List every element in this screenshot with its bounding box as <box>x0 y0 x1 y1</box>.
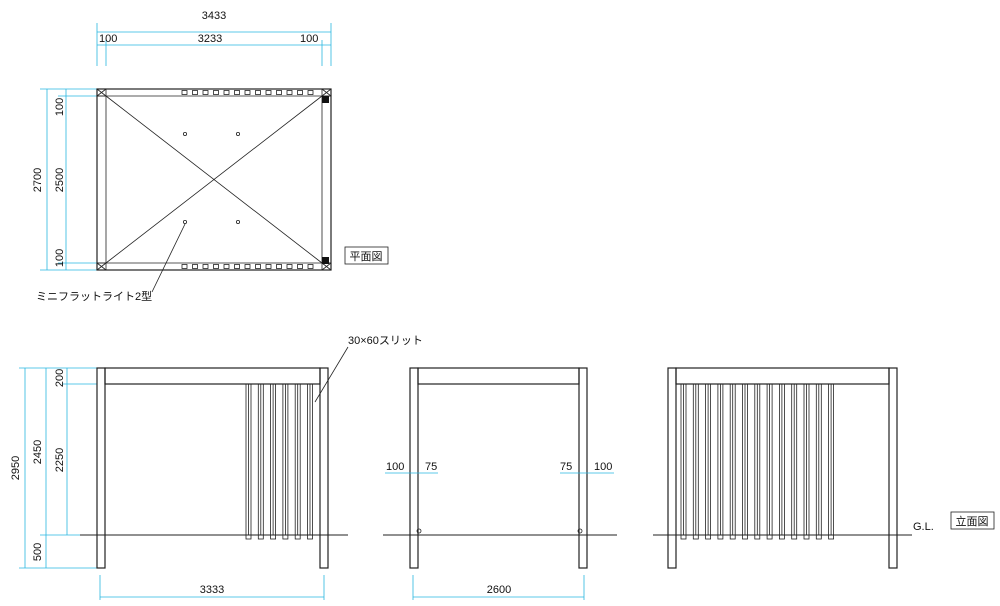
side-post-dimensions: 100 75 75 100 <box>385 461 614 474</box>
dim-side-100-right: 100 <box>594 461 612 473</box>
dim-side-75-left: 75 <box>425 461 437 473</box>
plan-slit-mark-top <box>286 90 293 95</box>
plan-slit-mark-top <box>244 90 251 95</box>
plan-title: 平面図 <box>350 250 383 263</box>
elevation-back: G.L. 立面図 <box>653 367 995 569</box>
elevation-side: 100 75 75 100 2600 <box>383 367 617 600</box>
dim-plan-left-100: 100 <box>99 33 117 45</box>
plan-slit-mark-top <box>234 90 240 95</box>
front-width-dimension: 3333 <box>99 575 325 600</box>
dim-clear-height: 2250 <box>54 448 66 472</box>
dim-beam-200: 200 <box>54 369 66 387</box>
plan-title-box: 平面図 <box>344 246 389 265</box>
elevation-title: 立面図 <box>956 514 989 528</box>
plan-top-dimensions: 3433 100 3233 100 <box>96 10 332 66</box>
side-width-dimension: 2600 <box>412 575 585 600</box>
dim-plan-overall-width: 3433 <box>202 10 226 22</box>
plan-slit-mark-top <box>255 90 261 95</box>
plan-slit-mark-bottom <box>276 264 282 269</box>
plan-post-solid-right-bottom <box>322 257 329 264</box>
front-beam <box>104 367 321 385</box>
plan-slit-marks-bottom <box>181 264 314 269</box>
plan-slit-mark-top <box>297 90 303 95</box>
dim-side-100-left: 100 <box>386 461 404 473</box>
back-beam <box>675 367 890 385</box>
plan-post-solid-right-top <box>322 96 329 103</box>
side-post-right <box>578 367 588 569</box>
plan-slit-mark-top <box>276 90 282 95</box>
back-post-left <box>667 367 677 569</box>
plan-slit-mark-bottom <box>297 264 303 269</box>
dim-plan-bottom-100: 100 <box>54 249 66 267</box>
plan-slit-mark-bottom <box>192 264 198 269</box>
plan-slit-mark-top <box>202 90 209 95</box>
side-anchor-left <box>416 528 422 534</box>
dim-plan-mid-width: 3233 <box>198 33 222 45</box>
plan-corner-post-tr <box>321 88 332 97</box>
plan-slit-mark-bottom <box>213 264 219 269</box>
plan-slit-marks-top <box>181 90 314 95</box>
plan-light-1 <box>182 131 187 136</box>
dim-plan-overall-depth: 2700 <box>32 168 44 192</box>
dim-plan-right-100: 100 <box>300 33 318 45</box>
side-beam <box>417 367 580 385</box>
plan-slit-mark-bottom <box>244 264 251 269</box>
elevation-front: 2950 2450 200 2250 500 30×60スリット 3333 <box>10 335 423 600</box>
dim-side-75-right: 75 <box>560 461 572 473</box>
dim-total-height: 2950 <box>10 456 22 480</box>
plan-slit-mark-top <box>265 90 272 95</box>
plan-slit-mark-top <box>181 90 188 95</box>
side-anchor-right <box>577 528 583 534</box>
dim-above-ground: 2450 <box>32 440 44 464</box>
plan-slit-mark-top <box>223 90 230 95</box>
slit-label: 30×60スリット <box>348 335 423 347</box>
elevation-title-box: 立面図 <box>950 511 995 530</box>
front-slit-louvers <box>245 383 313 540</box>
light-leader-line <box>151 223 186 293</box>
plan-corner-post-br <box>321 262 332 271</box>
ground-label: G.L. <box>913 521 934 533</box>
dim-embed-500: 500 <box>32 543 44 561</box>
plan-slit-mark-top <box>213 90 219 95</box>
plan-view: 3433 100 3233 100 2700 100 2500 100 <box>32 10 389 303</box>
plan-slit-mark-bottom <box>265 264 272 269</box>
plan-left-dimensions: 2700 100 2500 100 <box>32 88 99 271</box>
plan-corner-post-bl <box>96 262 107 271</box>
side-post-left <box>409 367 419 569</box>
front-post-right <box>319 367 329 569</box>
plan-frame <box>96 88 332 271</box>
light-label: ミニフラットライト2型 <box>36 289 152 303</box>
plan-slit-mark-bottom <box>307 264 314 269</box>
plan-slit-mark-top <box>307 90 314 95</box>
plan-slit-mark-top <box>192 90 198 95</box>
plan-slit-mark-bottom <box>255 264 261 269</box>
plan-slit-mark-bottom <box>234 264 240 269</box>
plan-corner-post-tl <box>96 88 107 97</box>
back-slit-louvers <box>680 383 834 540</box>
plan-slit-mark-bottom <box>202 264 209 269</box>
slit-leader-line <box>314 346 349 403</box>
plan-light-4 <box>235 219 240 224</box>
dim-plan-mid-depth: 2500 <box>54 168 66 192</box>
plan-slit-mark-bottom <box>286 264 293 269</box>
plan-slit-mark-bottom <box>223 264 230 269</box>
back-post-right <box>888 367 898 569</box>
plan-light-3 <box>182 219 187 224</box>
elevation-height-dimensions: 2950 2450 200 2250 500 <box>10 367 97 569</box>
dim-front-width: 3333 <box>200 584 224 596</box>
plan-slit-mark-bottom <box>181 264 188 269</box>
plan-light-2 <box>235 131 240 136</box>
front-post-left <box>96 367 106 569</box>
dim-plan-top-100: 100 <box>54 98 66 116</box>
dim-side-width: 2600 <box>487 584 511 596</box>
